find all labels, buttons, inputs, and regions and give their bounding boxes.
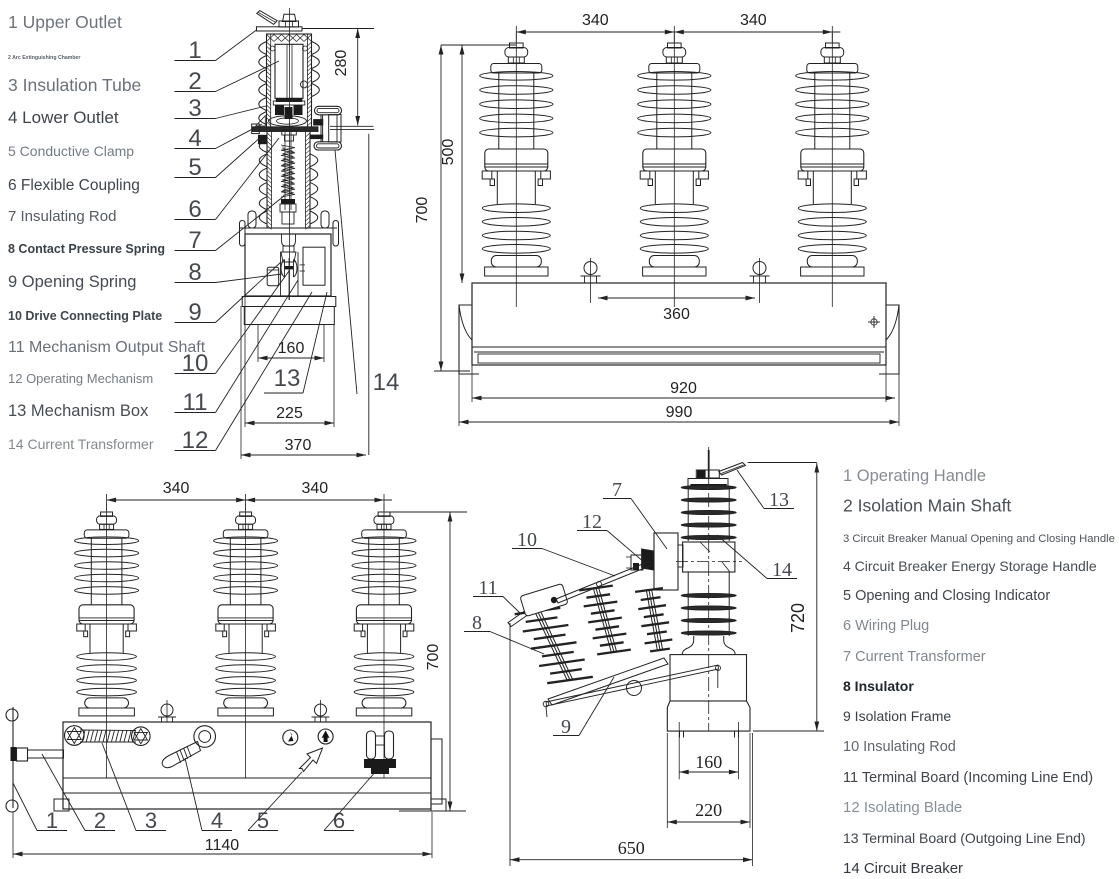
svg-text:8: 8 bbox=[188, 259, 201, 286]
svg-text:5 Conductive Clamp: 5 Conductive Clamp bbox=[8, 143, 134, 159]
svg-text:340: 340 bbox=[740, 12, 767, 29]
svg-text:2 Arc Extinguishing Chamber: 2 Arc Extinguishing Chamber bbox=[8, 55, 80, 61]
svg-text:160: 160 bbox=[695, 752, 722, 772]
svg-text:340: 340 bbox=[301, 480, 328, 497]
svg-text:720: 720 bbox=[788, 603, 808, 633]
svg-text:12: 12 bbox=[182, 427, 209, 454]
svg-text:160: 160 bbox=[278, 340, 305, 357]
svg-text:990: 990 bbox=[666, 404, 693, 421]
svg-text:8: 8 bbox=[472, 612, 482, 634]
svg-text:4 Circuit Breaker Energy Stora: 4 Circuit Breaker Energy Storage Handle bbox=[843, 558, 1097, 574]
svg-text:340: 340 bbox=[163, 480, 190, 497]
svg-text:1140: 1140 bbox=[205, 837, 240, 854]
svg-text:370: 370 bbox=[285, 437, 312, 454]
svg-text:5 Opening and Closing Indicato: 5 Opening and Closing Indicator bbox=[843, 588, 1050, 604]
svg-text:9: 9 bbox=[188, 299, 201, 326]
svg-text:9 Opening Spring: 9 Opening Spring bbox=[8, 273, 136, 291]
svg-text:5: 5 bbox=[257, 808, 269, 833]
svg-text:700: 700 bbox=[425, 644, 442, 671]
svg-text:650: 650 bbox=[618, 838, 645, 858]
svg-text:11 Terminal Board (Incoming Li: 11 Terminal Board (Incoming Line End) bbox=[843, 770, 1093, 786]
svg-text:10 Insulating Rod: 10 Insulating Rod bbox=[843, 739, 956, 755]
svg-text:340: 340 bbox=[582, 12, 609, 29]
svg-text:13: 13 bbox=[274, 365, 301, 392]
svg-text:5: 5 bbox=[188, 154, 201, 181]
svg-text:7 Current Transformer: 7 Current Transformer bbox=[843, 649, 986, 665]
svg-text:7: 7 bbox=[188, 227, 201, 254]
svg-text:13: 13 bbox=[769, 489, 789, 511]
svg-text:11: 11 bbox=[478, 577, 497, 599]
svg-text:14 Current Transformer: 14 Current Transformer bbox=[8, 436, 154, 452]
svg-text:4 Lower Outlet: 4 Lower Outlet bbox=[8, 108, 119, 127]
svg-text:3 Circuit Breaker Manual Openi: 3 Circuit Breaker Manual Opening and Clo… bbox=[843, 533, 1115, 545]
svg-text:500: 500 bbox=[440, 139, 457, 166]
svg-text:8 Insulator: 8 Insulator bbox=[843, 678, 914, 694]
svg-text:14: 14 bbox=[373, 369, 400, 396]
svg-text:11 Mechanism Output Shaft: 11 Mechanism Output Shaft bbox=[8, 339, 206, 356]
svg-text:2: 2 bbox=[94, 808, 106, 833]
svg-text:280: 280 bbox=[333, 50, 350, 77]
svg-text:12 Operating Mechanism: 12 Operating Mechanism bbox=[8, 371, 153, 386]
svg-text:14 Circuit Breaker: 14 Circuit Breaker bbox=[843, 860, 963, 877]
svg-text:360: 360 bbox=[663, 306, 690, 323]
svg-text:4: 4 bbox=[188, 125, 201, 152]
svg-text:6: 6 bbox=[333, 808, 345, 833]
svg-text:3 Insulation Tube: 3 Insulation Tube bbox=[8, 75, 141, 95]
svg-text:10: 10 bbox=[182, 350, 209, 377]
svg-text:920: 920 bbox=[670, 380, 697, 397]
svg-text:1 Upper Outlet: 1 Upper Outlet bbox=[8, 12, 122, 32]
svg-text:6: 6 bbox=[188, 196, 201, 223]
svg-text:7: 7 bbox=[612, 479, 622, 501]
svg-text:3: 3 bbox=[188, 95, 201, 122]
svg-text:1: 1 bbox=[46, 808, 58, 833]
svg-text:225: 225 bbox=[276, 405, 303, 422]
svg-text:12 Isolating Blade: 12 Isolating Blade bbox=[843, 799, 962, 816]
svg-text:14: 14 bbox=[772, 559, 792, 581]
svg-text:13 Terminal Board (Outgoing Li: 13 Terminal Board (Outgoing Line End) bbox=[843, 830, 1086, 846]
svg-text:11: 11 bbox=[183, 389, 208, 416]
svg-text:2: 2 bbox=[188, 68, 201, 95]
svg-text:220: 220 bbox=[695, 800, 722, 820]
svg-text:10: 10 bbox=[517, 529, 537, 551]
svg-text:3: 3 bbox=[145, 808, 157, 833]
svg-text:2 Isolation Main Shaft: 2 Isolation Main Shaft bbox=[843, 496, 1011, 516]
svg-text:9: 9 bbox=[561, 716, 571, 738]
svg-text:9 Isolation Frame: 9 Isolation Frame bbox=[843, 708, 951, 724]
svg-text:8 Contact Pressure Spring: 8 Contact Pressure Spring bbox=[8, 242, 165, 256]
svg-text:10 Drive Connecting Plate: 10 Drive Connecting Plate bbox=[8, 309, 162, 323]
svg-text:700: 700 bbox=[414, 197, 431, 224]
svg-text:1: 1 bbox=[188, 37, 201, 64]
svg-text:6 Wiring Plug: 6 Wiring Plug bbox=[843, 618, 929, 634]
svg-text:13 Mechanism Box: 13 Mechanism Box bbox=[8, 402, 149, 420]
svg-text:7 Insulating Rod: 7 Insulating Rod bbox=[8, 208, 116, 225]
svg-text:6 Flexible Coupling: 6 Flexible Coupling bbox=[8, 177, 140, 194]
svg-text:4: 4 bbox=[211, 808, 223, 833]
svg-text:12: 12 bbox=[582, 511, 602, 533]
svg-text:1 Operating Handle: 1 Operating Handle bbox=[843, 467, 986, 485]
